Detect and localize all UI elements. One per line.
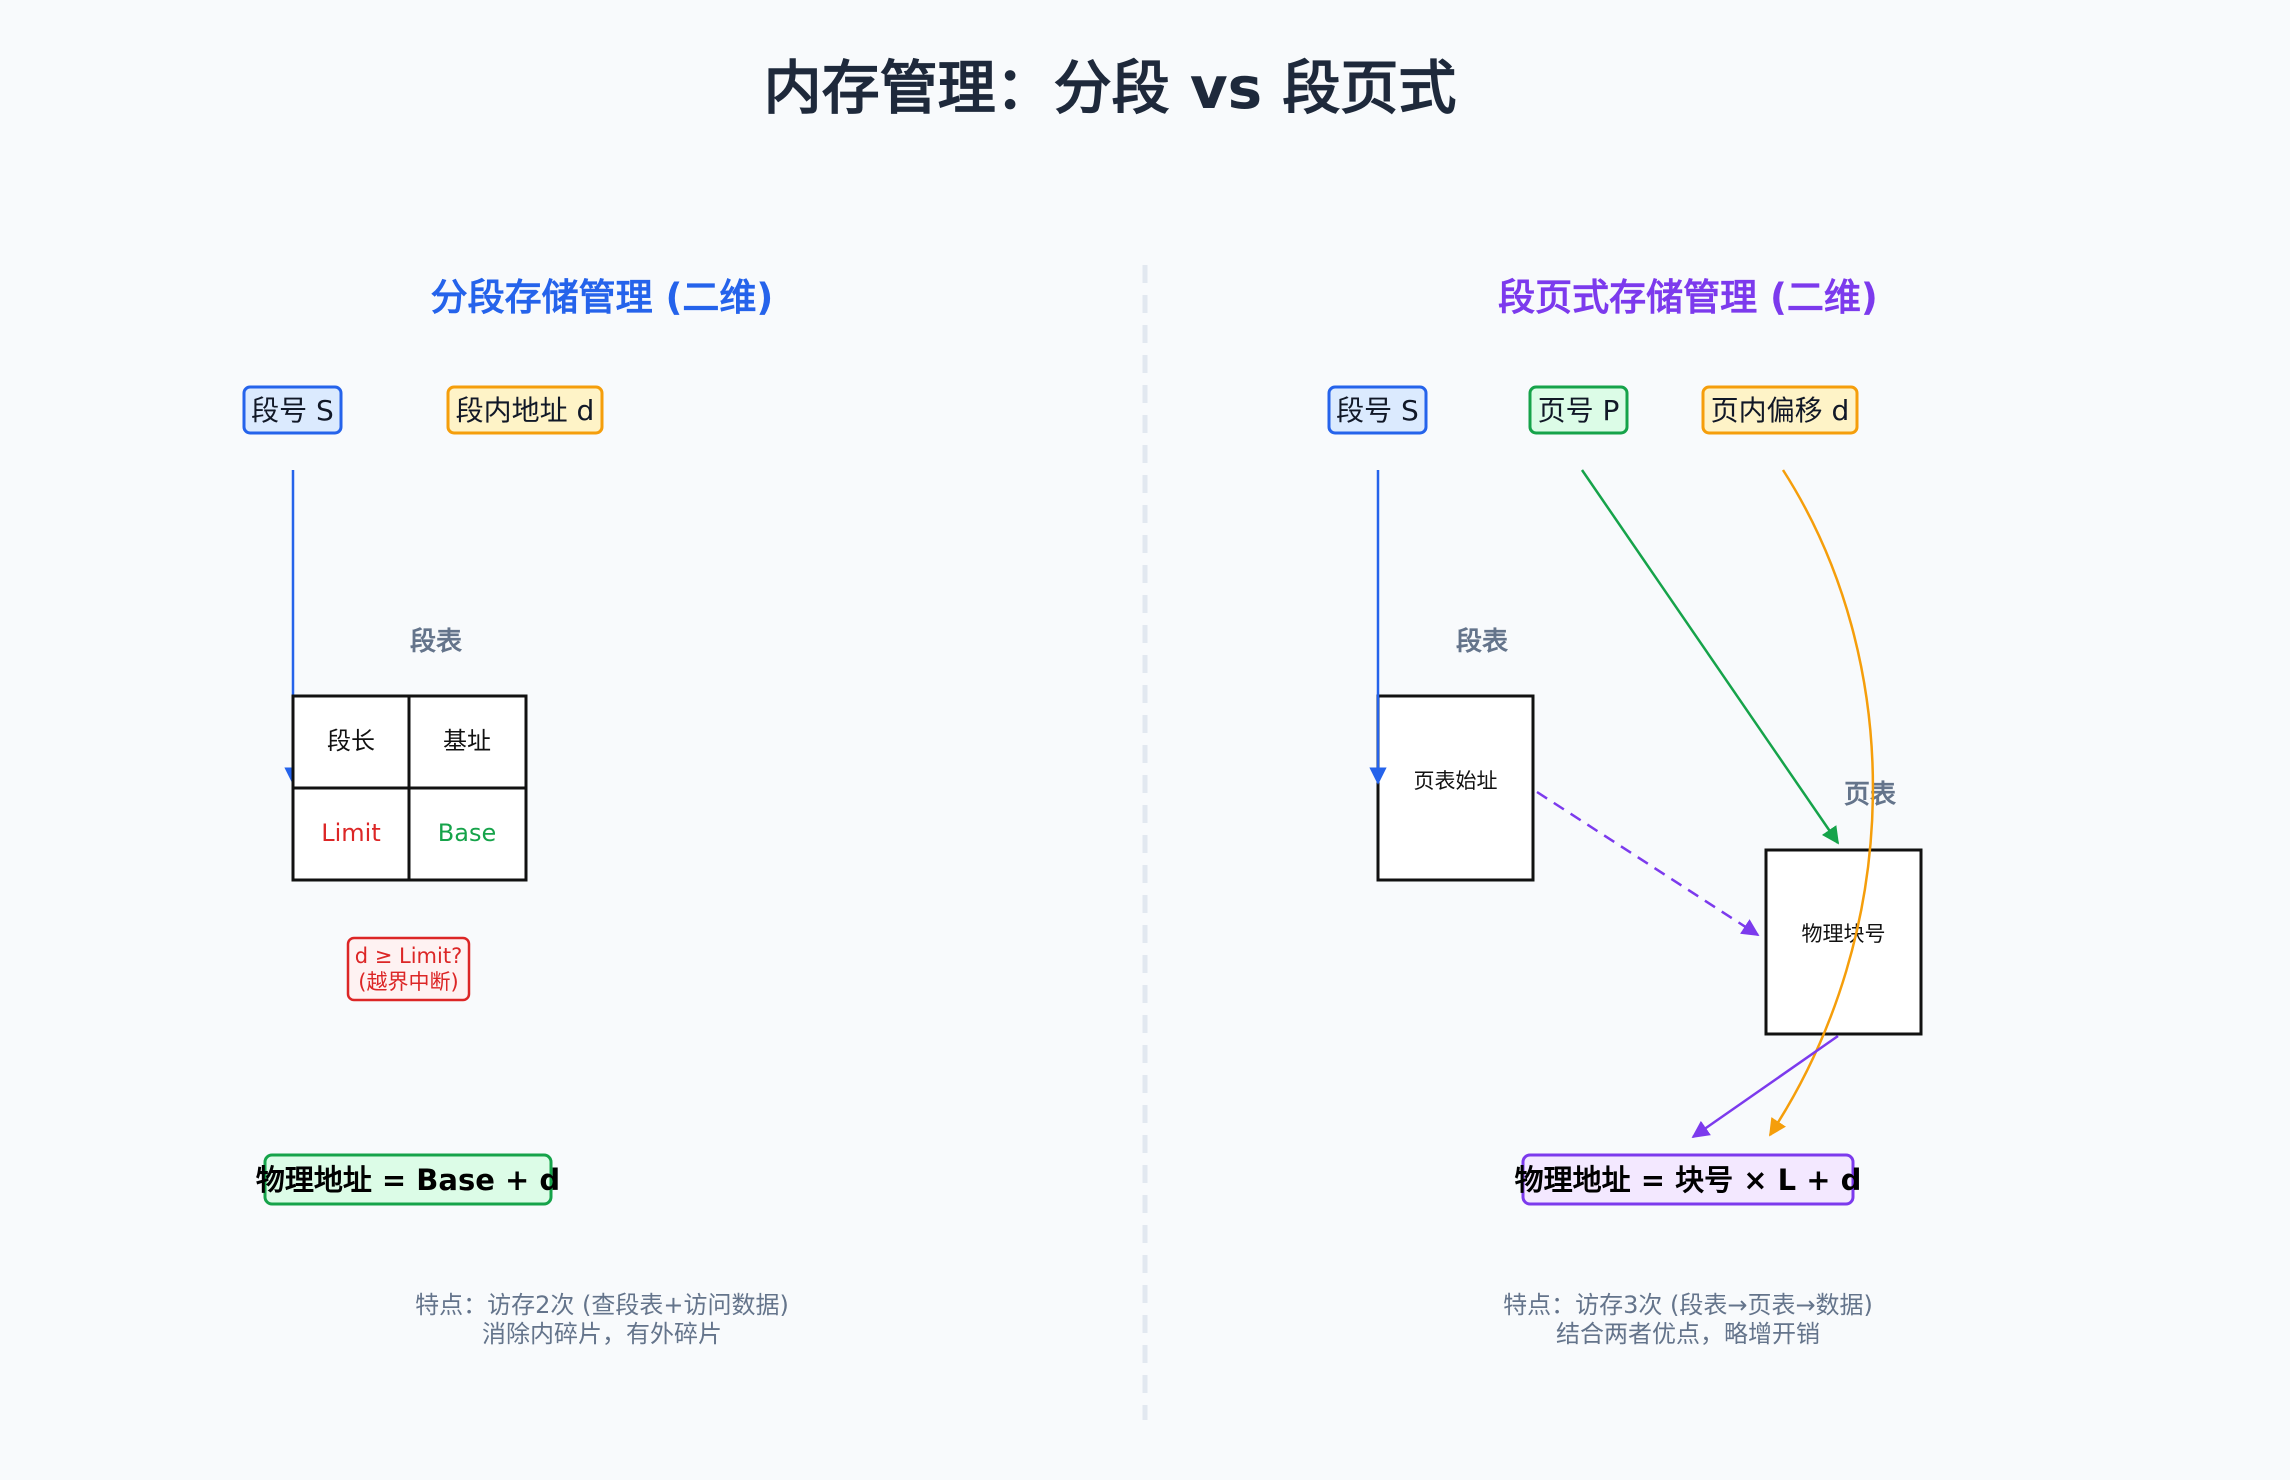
right-segment-number-tag: 段号 S	[1327, 385, 1428, 435]
segment-table-header-limit: 段长	[327, 727, 375, 755]
page-table-label: 页表	[1844, 780, 1897, 810]
left-note-line2: 消除内碎片，有外碎片	[482, 1320, 722, 1348]
right-formula-text: 物理地址 = 块号 × L + d	[1515, 1163, 1862, 1197]
bounds-check-line1: d ≥ Limit?	[355, 944, 462, 968]
page-title: 内存管理：分段 vs 段页式	[764, 54, 1457, 122]
right-segment-table-label: 段表	[1456, 626, 1509, 657]
segmented-paging-panel: 段页式存储管理 (二维) 段号 S 页号 P 页内偏移 d 段表 页表始址 页表…	[1327, 276, 1923, 1348]
right-formula-box: 物理地址 = 块号 × L + d	[1515, 1153, 1862, 1206]
right-note-line1: 特点：访存3次 (段表→页表→数据)	[1503, 1291, 1873, 1319]
segment-table-value-base: Base	[438, 819, 496, 847]
segment-table: 段长 基址 Limit Base	[291, 694, 528, 882]
left-segment-number-label: 段号 S	[251, 394, 334, 427]
left-formula-box: 物理地址 = Base + d	[256, 1153, 560, 1206]
segment-table-value-limit: Limit	[321, 819, 381, 847]
left-formula-text: 物理地址 = Base + d	[256, 1163, 560, 1197]
frame-number-arrow	[1691, 1034, 1839, 1139]
segmented-paging-subtitle: 段页式存储管理 (二维)	[1498, 276, 1878, 319]
page-table-cell: 物理块号	[1802, 922, 1886, 946]
left-segment-number-tag: 段号 S	[242, 385, 343, 435]
right-page-offset-tag: 页内偏移 d	[1701, 385, 1859, 435]
right-note-line2: 结合两者优点，略增开销	[1556, 1320, 1820, 1348]
left-segment-table-label: 段表	[410, 626, 463, 657]
right-page-number-label: 页号 P	[1538, 394, 1620, 427]
left-note-line1: 特点：访存2次 (查段表+访问数据)	[415, 1291, 789, 1319]
segmentation-panel: 分段存储管理 (二维) 段号 S 段内地址 d 段表 段长 基址 Limit B…	[242, 276, 789, 1348]
right-segment-table-cell: 页表始址	[1414, 769, 1498, 793]
left-segment-offset-label: 段内地址 d	[456, 394, 595, 427]
right-segment-number-label: 段号 S	[1336, 394, 1419, 427]
right-page-offset-label: 页内偏移 d	[1711, 394, 1850, 427]
bounds-check-box: d ≥ Limit? (越界中断)	[346, 936, 471, 1002]
right-segment-table: 页表始址	[1376, 694, 1535, 882]
left-segment-offset-tag: 段内地址 d	[446, 385, 604, 435]
right-page-number-tag: 页号 P	[1528, 385, 1629, 435]
segment-table-header-base: 基址	[443, 727, 491, 755]
segment-to-page-table-arrow	[1536, 790, 1760, 937]
page-number-arrow	[1580, 469, 1840, 845]
bounds-check-line2: (越界中断)	[358, 970, 458, 994]
page-table: 物理块号	[1764, 848, 1923, 1036]
page-offset-arrow	[1768, 469, 1875, 1137]
segmentation-subtitle: 分段存储管理 (二维)	[431, 276, 774, 319]
